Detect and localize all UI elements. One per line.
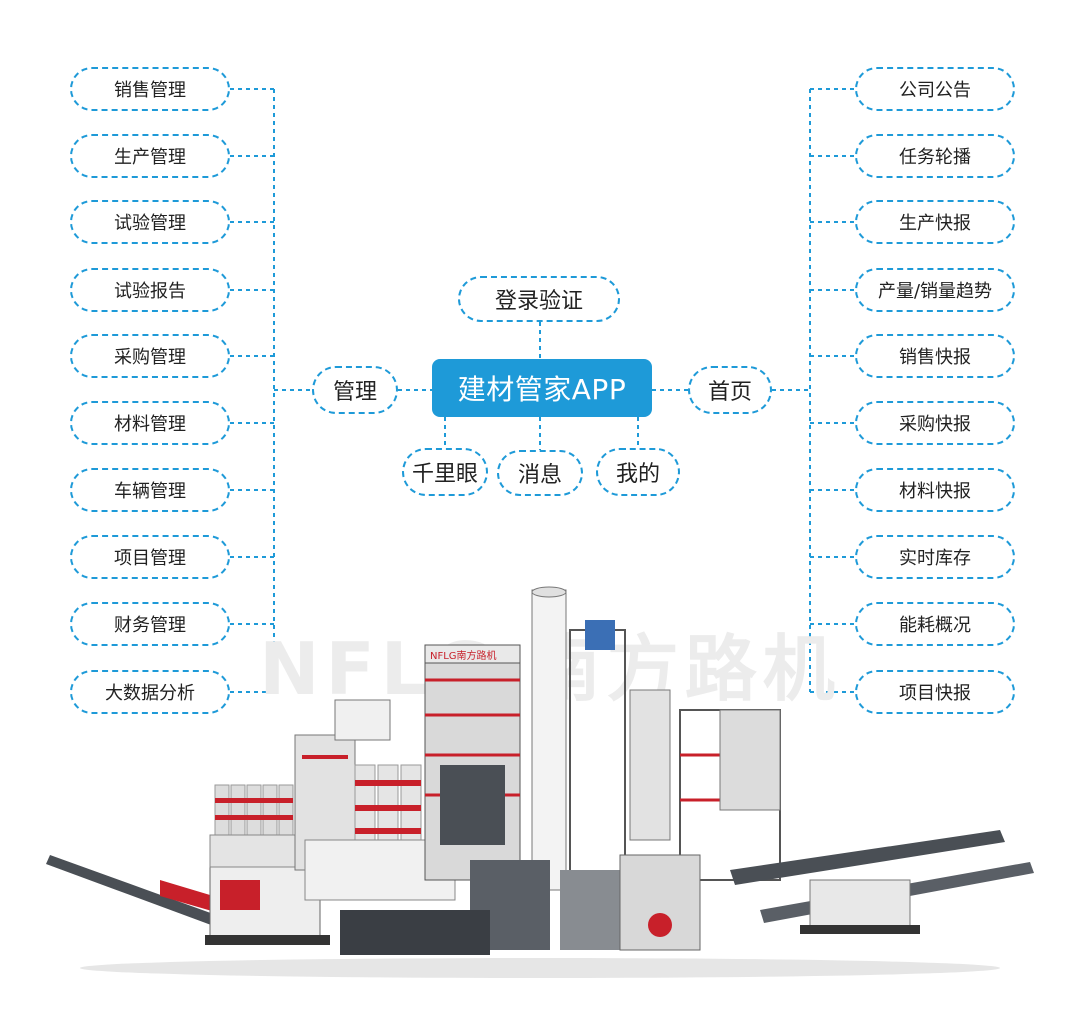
node-sales-management[interactable]: 销售管理 [70,67,230,111]
node-login-verification[interactable]: 登录验证 [458,276,620,322]
plant-sign-text: NFLG南方路机 [430,649,497,662]
node-material-report[interactable]: 材料快报 [855,468,1015,512]
node-production-report[interactable]: 生产快报 [855,200,1015,244]
node-vehicle-management[interactable]: 车辆管理 [70,468,230,512]
node-company-notice[interactable]: 公司公告 [855,67,1015,111]
node-task-carousel[interactable]: 任务轮播 [855,134,1015,178]
node-test-management[interactable]: 试验管理 [70,200,230,244]
node-messages[interactable]: 消息 [497,450,583,496]
node-home[interactable]: 首页 [688,366,772,414]
node-sales-report[interactable]: 销售快报 [855,334,1015,378]
node-purchase-management[interactable]: 采购管理 [70,334,230,378]
industrial-plant-illustration: NFLG南方路机 [46,586,1034,978]
node-management[interactable]: 管理 [312,366,398,414]
node-test-report[interactable]: 试验报告 [70,268,230,312]
node-energy-overview[interactable]: 能耗概况 [855,602,1015,646]
node-output-sales-trend[interactable]: 产量/销量趋势 [855,268,1015,312]
app-center-node[interactable]: 建材管家APP [432,359,652,417]
node-mine[interactable]: 我的 [596,448,680,496]
node-finance-management[interactable]: 财务管理 [70,602,230,646]
node-realtime-inventory[interactable]: 实时库存 [855,535,1015,579]
node-purchase-report[interactable]: 采购快报 [855,401,1015,445]
node-production-management[interactable]: 生产管理 [70,134,230,178]
node-material-management[interactable]: 材料管理 [70,401,230,445]
node-project-management[interactable]: 项目管理 [70,535,230,579]
node-big-data-analysis[interactable]: 大数据分析 [70,670,230,714]
node-project-report[interactable]: 项目快报 [855,670,1015,714]
node-remote-view[interactable]: 千里眼 [402,448,488,496]
